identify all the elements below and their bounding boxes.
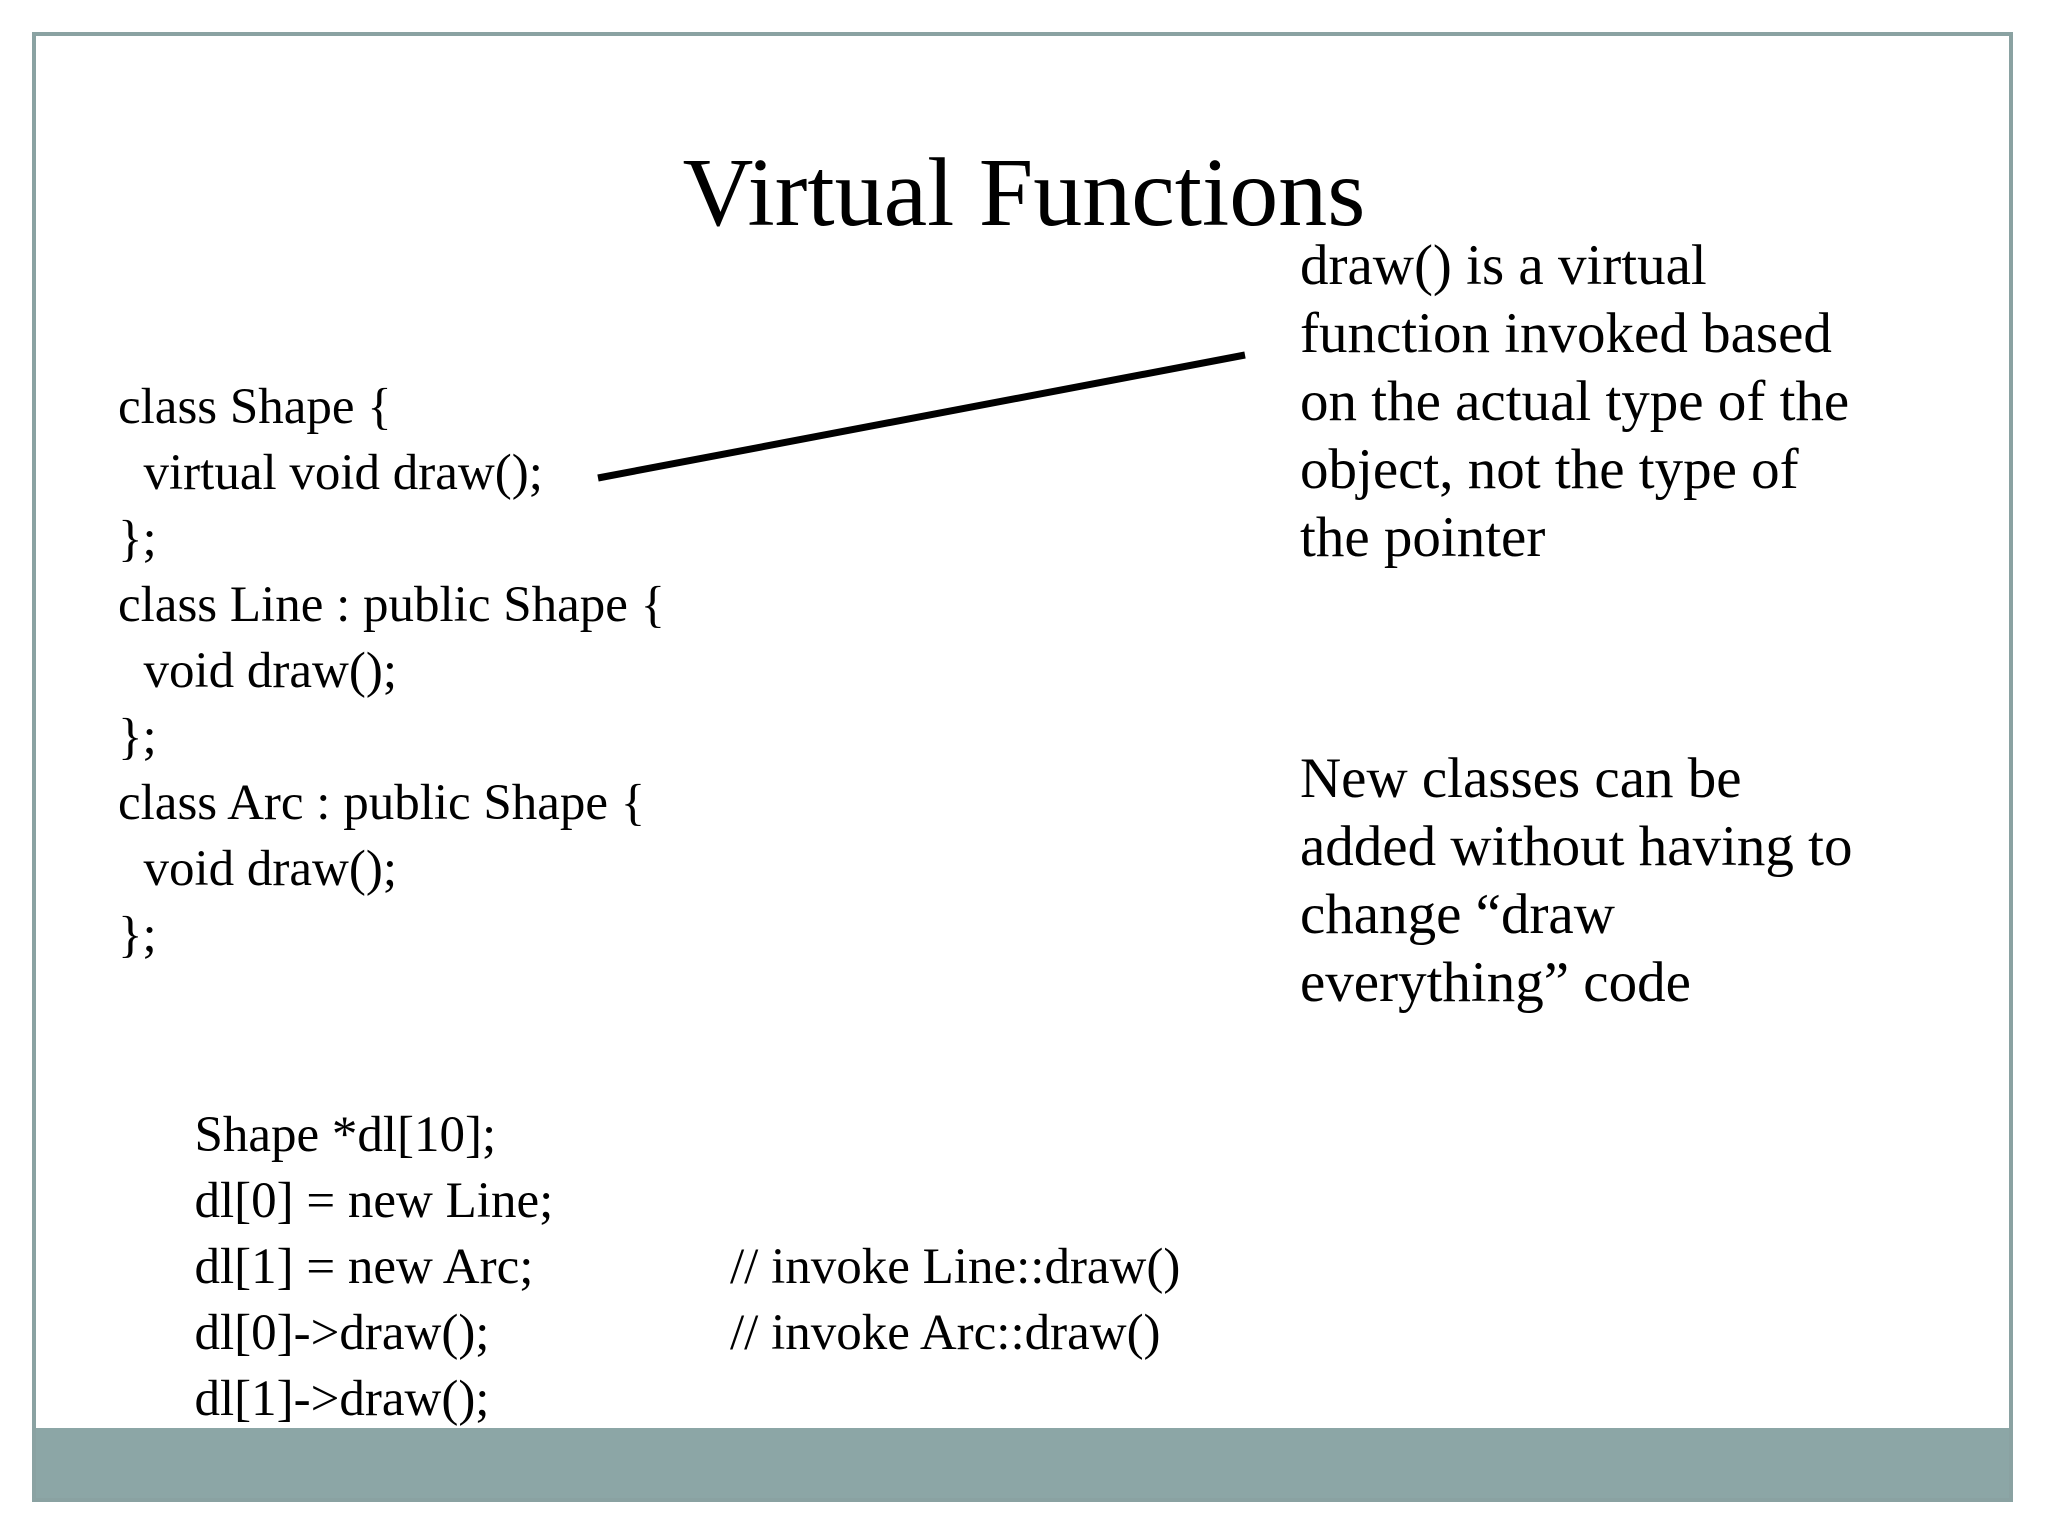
annotation-text-line: function invoked based [1300, 302, 1832, 365]
annotation-text-line: everything” code [1300, 951, 1691, 1014]
code-statement: dl[1]->draw(); [194, 1371, 490, 1427]
code-line: }; [118, 709, 157, 765]
bottom-accent-bar [36, 1428, 2009, 1498]
slide-frame-border [32, 32, 2013, 1502]
code-line: dl[1]->draw(); // invoke Arc::draw() [118, 1300, 1161, 1427]
code-comment: // invoke Arc::draw() [730, 1305, 1161, 1361]
code-statement: dl[1] = new Arc; [194, 1239, 534, 1295]
annotation-text-line: added without having to [1300, 815, 1853, 878]
code-statement: dl[0] = new Line; [194, 1173, 554, 1229]
code-line: dl[0] = new Line; [118, 1102, 554, 1229]
code-comment: // invoke Line::draw() [730, 1239, 1181, 1295]
code-line: void draw(); [118, 643, 398, 699]
code-line: class Shape { [118, 379, 392, 435]
code-statement: dl[0]->draw(); [194, 1305, 490, 1361]
page-title: Virtual Functions [682, 139, 1366, 247]
code-line: virtual void draw(); [118, 445, 543, 501]
code-block-usage: Shape *dl[10]; dl[0] = new Line; dl[1] =… [118, 1036, 1181, 1427]
code-line: dl[1] = new Arc; [118, 1168, 553, 1295]
annotation-virtual-function: draw() is a virtual function invoked bas… [1300, 232, 1960, 572]
code-line: class Arc : public Shape { [118, 775, 646, 831]
code-line: void draw(); [118, 841, 398, 897]
annotation-text-line: draw() is a virtual [1300, 234, 1707, 297]
annotation-text-line: object, not the type of [1300, 438, 1799, 501]
code-line: Shape *dl[10]; [118, 1036, 553, 1163]
annotation-text-line: on the actual type of the [1300, 370, 1850, 433]
code-line: class Line : public Shape { [118, 577, 666, 633]
code-line: dl[0]->draw(); // invoke Line::draw() [118, 1234, 1181, 1361]
annotation-text-line: the pointer [1300, 506, 1546, 569]
code-line: }; [118, 511, 157, 567]
code-block-class-definitions: class Shape { virtual void draw(); }; cl… [118, 374, 665, 968]
code-statement: Shape *dl[10]; [194, 1107, 497, 1163]
annotation-new-classes: New classes can be added without having … [1300, 745, 1960, 1017]
code-line: }; [118, 907, 157, 963]
annotation-text-line: New classes can be [1300, 747, 1742, 810]
annotation-text-line: change “draw [1300, 883, 1615, 946]
